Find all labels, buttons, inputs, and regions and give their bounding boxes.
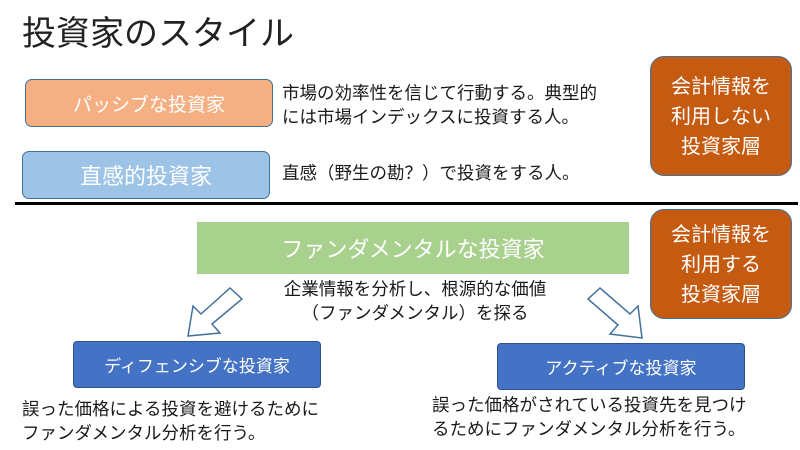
arrow-to-defensive-icon — [187, 286, 244, 337]
fundamental-desc-line-2: （ファンダメンタル）を探る — [301, 304, 529, 324]
fundamental-investor-label: ファンダメンタルな投資家 — [281, 238, 545, 263]
active-investor-label: アクティブな投資家 — [545, 359, 697, 379]
uses-info-badge-line-3: 投資家層 — [681, 282, 761, 306]
defensive-investor-label: ディフェンシブな投資家 — [104, 357, 290, 377]
defensive-desc-line-1: 誤った価格による投資を避けるために — [22, 400, 319, 420]
no-info-badge-line-2: 利用しない — [671, 104, 771, 128]
no-info-badge-line-1: 会計情報を — [671, 74, 771, 98]
passive-investor-description: 市場の効率性を信じて行動する。典型的 には市場インデックスに投資する人。 — [282, 82, 597, 130]
fundamental-investor-description: 企業情報を分析し、根源的な価値 （ファンダメンタル）を探る — [250, 278, 580, 326]
page-title: 投資家のスタイル — [22, 14, 294, 54]
no-accounting-info-badge: 会計情報を 利用しない 投資家層 — [650, 56, 792, 176]
intuitive-investor-box: 直感的投資家 — [22, 151, 270, 199]
active-investor-box: アクティブな投資家 — [497, 343, 745, 390]
intuitive-investor-label: 直感的投資家 — [79, 165, 212, 190]
fundamental-investor-box: ファンダメンタルな投資家 — [197, 222, 629, 274]
passive-desc-line-2: には市場インデックスに投資する人。 — [282, 108, 579, 128]
arrow-to-active-icon — [586, 286, 643, 339]
fundamental-desc-line-1: 企業情報を分析し、根源的な価値 — [283, 280, 547, 300]
no-info-badge-line-3: 投資家層 — [681, 134, 761, 158]
uses-info-badge-line-1: 会計情報を — [671, 222, 771, 246]
defensive-investor-box: ディフェンシブな投資家 — [73, 341, 321, 388]
active-desc-line-1: 誤った価格がされている投資先を見つけ — [432, 396, 747, 416]
intuitive-investor-description: 直感（野生の勘？）で投資をする人。 — [282, 164, 580, 184]
section-divider — [15, 202, 798, 205]
active-investor-description: 誤った価格がされている投資先を見つけ るためにファンダメンタル分析を行う。 — [432, 394, 746, 442]
passive-desc-line-1: 市場の効率性を信じて行動する。典型的 — [282, 84, 597, 104]
active-desc-line-2: るためにファンダメンタル分析を行う。 — [432, 420, 746, 440]
defensive-desc-line-2: ファンダメンタル分析を行う。 — [22, 424, 266, 444]
uses-accounting-info-badge: 会計情報を 利用する 投資家層 — [650, 209, 792, 319]
passive-investor-label: パッシブな投資家 — [72, 93, 225, 116]
uses-info-badge-line-2: 利用する — [681, 252, 761, 276]
defensive-investor-description: 誤った価格による投資を避けるために ファンダメンタル分析を行う。 — [22, 398, 319, 446]
passive-investor-box: パッシブな投資家 — [25, 79, 273, 127]
